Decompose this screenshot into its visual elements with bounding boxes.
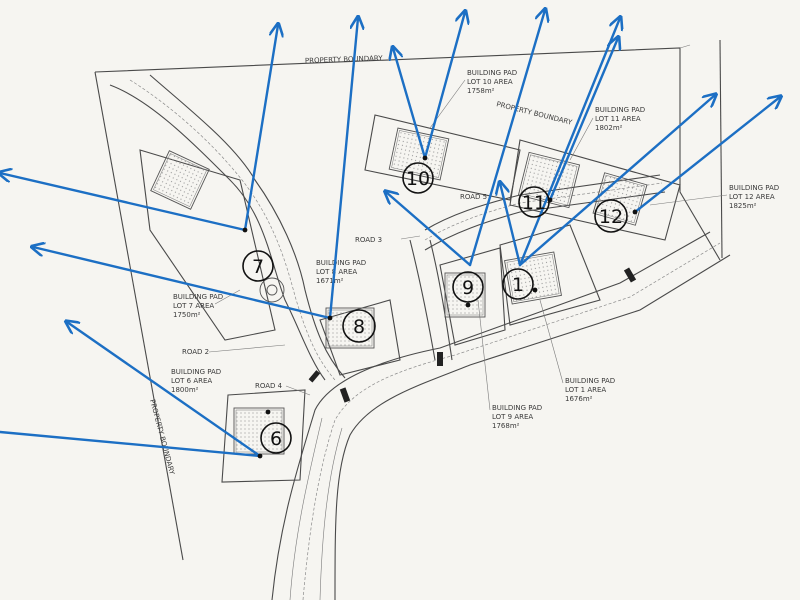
svg-text:1676m²: 1676m²: [565, 395, 593, 403]
svg-text:LOT 1 AREA: LOT 1 AREA: [565, 386, 606, 394]
svg-text:BUILDING PAD: BUILDING PAD: [316, 259, 366, 267]
road-2-label: ROAD 2: [182, 348, 209, 356]
property-boundary: [94, 39, 723, 561]
lot-number-1: 1: [502, 268, 534, 300]
pad-label-lot-9: BUILDING PAD LOT 9 AREA 1768m²: [477, 299, 542, 430]
road-2: [109, 74, 346, 381]
svg-text:LOT 11 AREA: LOT 11 AREA: [595, 115, 641, 123]
svg-text:BUILDING PAD: BUILDING PAD: [492, 404, 542, 412]
lot-number-12: 12: [594, 199, 628, 233]
reference-points: [242, 155, 638, 459]
road-3: [409, 239, 453, 361]
svg-text:LOT 12 AREA: LOT 12 AREA: [729, 193, 775, 201]
pad-label-lot-10: BUILDING PAD LOT 10 AREA 1758m²: [429, 69, 517, 129]
svg-text:BUILDING PAD: BUILDING PAD: [173, 293, 223, 301]
road-5-label: ROAD 5: [460, 193, 487, 201]
lot-number-11: 11: [518, 186, 550, 218]
svg-text:12: 12: [599, 206, 623, 228]
svg-text:BUILDING PAD: BUILDING PAD: [467, 69, 517, 77]
direction-arrows: [0, 10, 780, 458]
pad-label-lot-12: BUILDING PAD LOT 12 AREA 1825m²: [649, 184, 779, 210]
lot-number-10: 10: [402, 162, 434, 194]
lot-number-7: 7: [242, 250, 274, 282]
svg-text:10: 10: [406, 168, 430, 190]
property-boundary-label-diag: PROPERTY BOUNDARY: [496, 100, 574, 127]
svg-text:BUILDING PAD: BUILDING PAD: [565, 377, 615, 385]
svg-text:9: 9: [462, 277, 474, 299]
main-road: [271, 231, 731, 600]
svg-text:7: 7: [252, 256, 264, 278]
svg-text:1802m²: 1802m²: [595, 124, 623, 132]
svg-text:8: 8: [353, 316, 365, 338]
pad-label-lot-11: BUILDING PAD LOT 11 AREA 1802m²: [569, 106, 645, 161]
culverts: [308, 267, 637, 403]
svg-text:1825m²: 1825m²: [729, 202, 757, 210]
svg-text:1671m²: 1671m²: [316, 277, 344, 285]
svg-text:1768m²: 1768m²: [492, 422, 520, 430]
pad-label-lot-8: BUILDING PAD LOT 8 AREA 1671m²: [316, 259, 366, 285]
svg-text:1800m²: 1800m²: [171, 386, 199, 394]
road-4-label: ROAD 4: [255, 382, 283, 390]
svg-text:BUILDING PAD: BUILDING PAD: [171, 368, 221, 376]
pad-label-lot-6: BUILDING PAD LOT 6 AREA 1800m²: [171, 368, 221, 394]
property-boundary-label-top: PROPERTY BOUNDARY: [305, 54, 384, 65]
svg-text:LOT 9 AREA: LOT 9 AREA: [492, 413, 533, 421]
svg-text:BUILDING PAD: BUILDING PAD: [595, 106, 645, 114]
lot-number-8: 8: [342, 309, 376, 343]
svg-text:6: 6: [270, 428, 282, 450]
pad-label-lot-1: BUILDING PAD LOT 1 AREA 1676m²: [539, 299, 615, 403]
svg-text:LOT 7 AREA: LOT 7 AREA: [173, 302, 214, 310]
lot-number-6: 6: [260, 422, 292, 454]
svg-text:LOT 10 AREA: LOT 10 AREA: [467, 78, 513, 86]
svg-text:BUILDING PAD: BUILDING PAD: [729, 184, 779, 192]
svg-text:1: 1: [512, 274, 524, 296]
svg-text:LOT 6 AREA: LOT 6 AREA: [171, 377, 212, 385]
pad-label-lot-7: BUILDING PAD LOT 7 AREA 1750m²: [173, 289, 241, 319]
svg-text:11: 11: [522, 192, 546, 214]
svg-text:LOT 8 AREA: LOT 8 AREA: [316, 268, 357, 276]
svg-text:1758m²: 1758m²: [467, 87, 495, 95]
lot-number-9: 9: [452, 271, 484, 303]
road-3-label: ROAD 3: [355, 236, 382, 244]
property-boundary-label-left: PROPERTY BOUNDARY: [148, 398, 176, 476]
svg-text:1750m²: 1750m²: [173, 311, 201, 319]
